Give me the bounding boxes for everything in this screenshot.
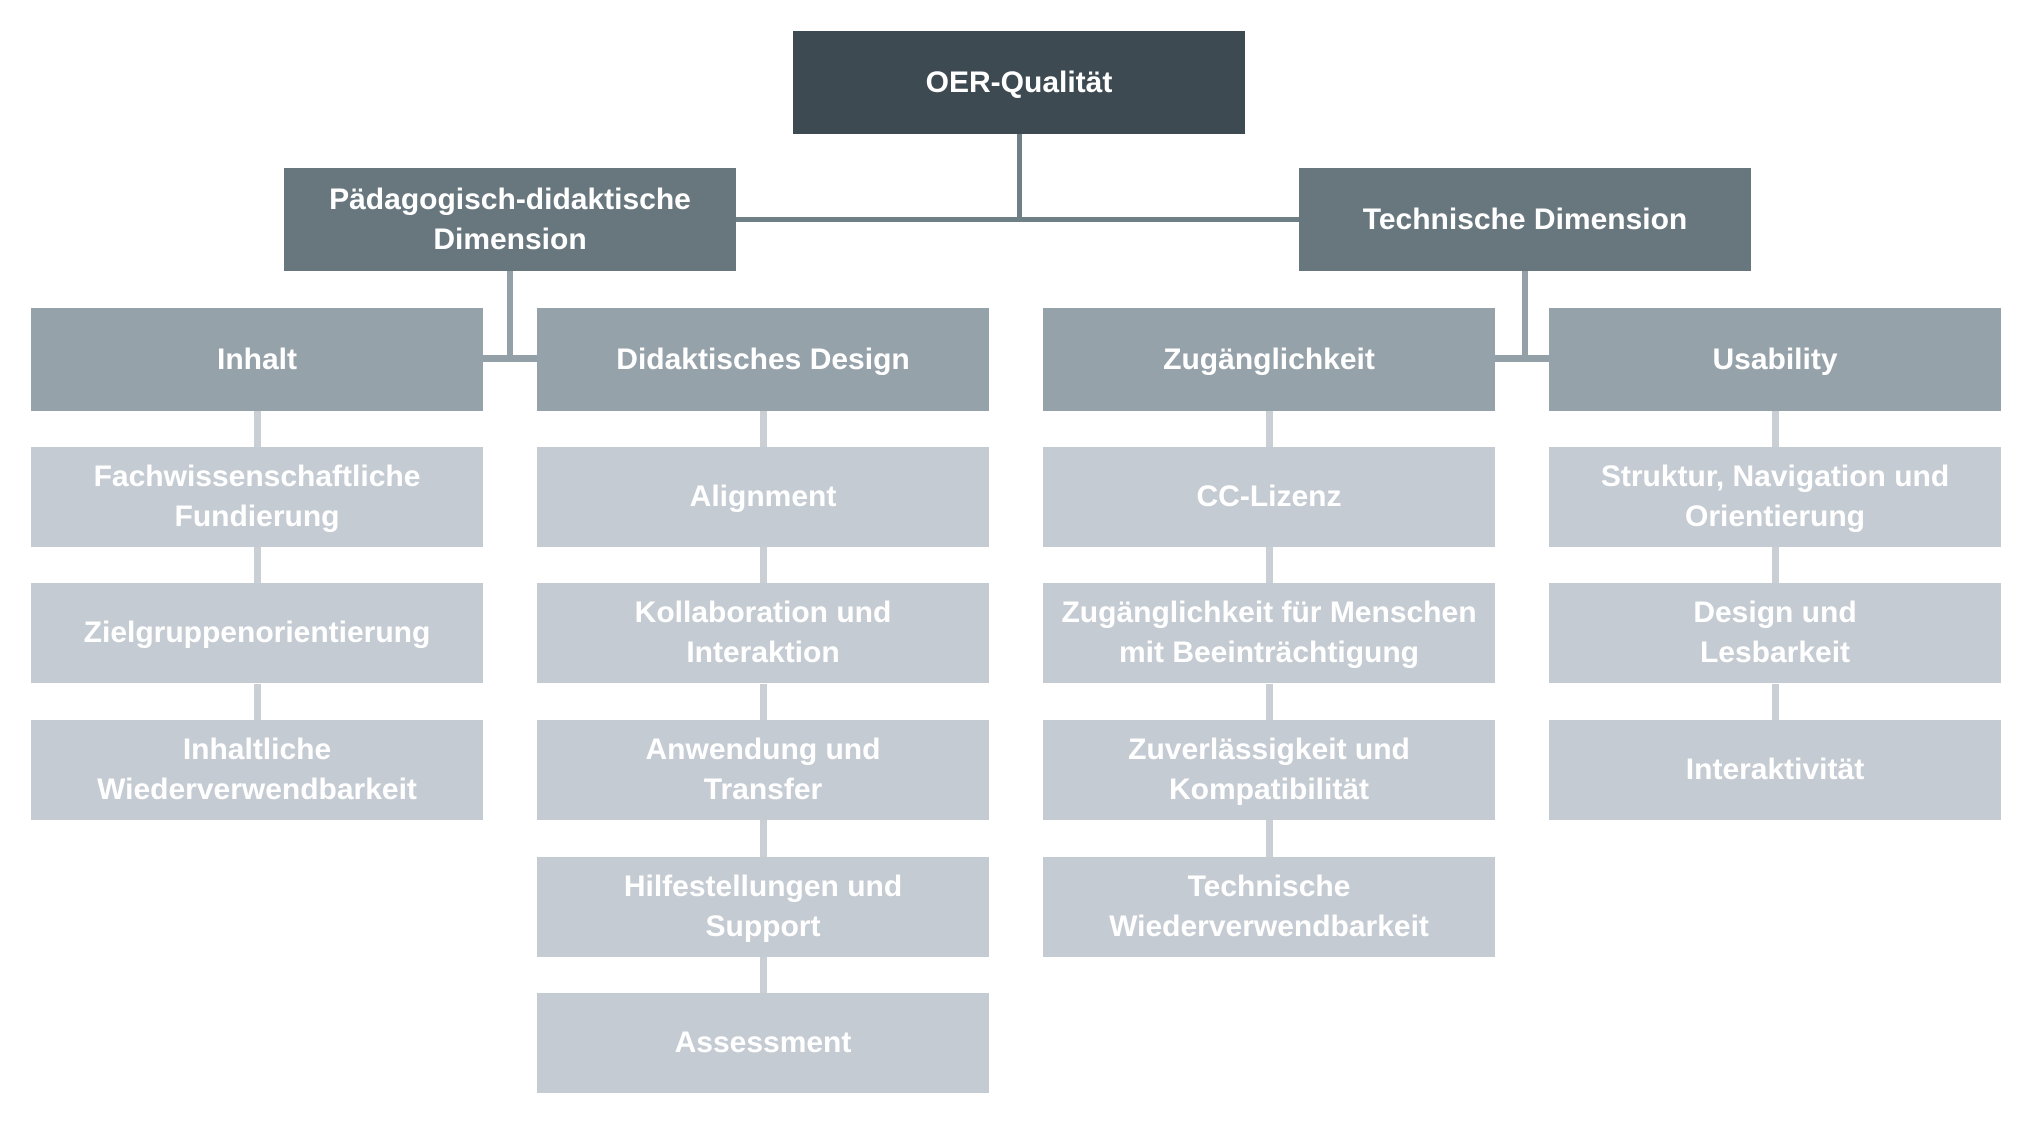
- node-inhaltliche-wiederverwendbarkeit: Inhaltliche Wiederverwendbarkeit: [31, 720, 483, 820]
- node-zugaenglichkeit-fuer-menschen: Zugänglichkeit für Menschen mit Beeinträ…: [1043, 583, 1495, 683]
- connector-line: [1772, 411, 1779, 447]
- node-fachwissenschaftliche-fundierung: Fachwissenschaftliche Fundierung: [31, 447, 483, 547]
- connector-line: [760, 547, 767, 583]
- connector-line: [760, 411, 767, 447]
- connector-paedagogisch-bridge: [483, 355, 537, 362]
- connector-line: [1266, 684, 1273, 720]
- node-design-und-lesbarkeit: Design und Lesbarkeit: [1549, 583, 2001, 683]
- node-technische-wiederverwendbarkeit: Technische Wiederverwendbarkeit: [1043, 857, 1495, 957]
- node-alignment: Alignment: [537, 447, 989, 547]
- connector-line: [760, 820, 767, 857]
- node-inhalt: Inhalt: [31, 308, 483, 411]
- connector-technisch-bridge: [1495, 355, 1549, 362]
- node-usability: Usability: [1549, 308, 2001, 411]
- node-zugaenglichkeit: Zugänglichkeit: [1043, 308, 1495, 411]
- node-assessment: Assessment: [537, 993, 989, 1093]
- connector-technisch-stem: [1522, 271, 1528, 362]
- node-struktur-navigation-und-orientierung: Struktur, Navigation und Orientierung: [1549, 447, 2001, 547]
- connector-line: [1266, 411, 1273, 447]
- connector-line: [254, 411, 261, 447]
- connector-line: [1266, 547, 1273, 583]
- connector-line: [1266, 820, 1273, 857]
- connector-line: [760, 957, 767, 993]
- connector-line: [254, 547, 261, 583]
- connector-root-stem: [1017, 134, 1022, 222]
- node-zuverlaessigkeit-und-kompatibilitaet: Zuverlässigkeit und Kompatibilität: [1043, 720, 1495, 820]
- node-zielgruppenorientierung: Zielgruppenorientierung: [31, 583, 483, 683]
- node-hilfestellungen-und-support: Hilfestellungen und Support: [537, 857, 989, 957]
- connector-paedagogisch-stem: [507, 271, 513, 362]
- connector-line: [760, 684, 767, 720]
- node-oer-qualitaet: OER-Qualität: [793, 31, 1245, 134]
- node-technische-dimension: Technische Dimension: [1299, 168, 1751, 271]
- node-paedagogisch-didaktische-dimension: Pädagogisch-didaktische Dimension: [284, 168, 736, 271]
- connector-line: [254, 684, 261, 720]
- node-didaktisches-design: Didaktisches Design: [537, 308, 989, 411]
- node-cc-lizenz: CC-Lizenz: [1043, 447, 1495, 547]
- connector-dimensions-horizontal: [736, 217, 1299, 222]
- node-anwendung-und-transfer: Anwendung und Transfer: [537, 720, 989, 820]
- node-kollaboration-und-interaktion: Kollaboration und Interaktion: [537, 583, 989, 683]
- connector-line: [1772, 547, 1779, 583]
- connector-line: [1772, 684, 1779, 720]
- node-interaktivitaet: Interaktivität: [1549, 720, 2001, 820]
